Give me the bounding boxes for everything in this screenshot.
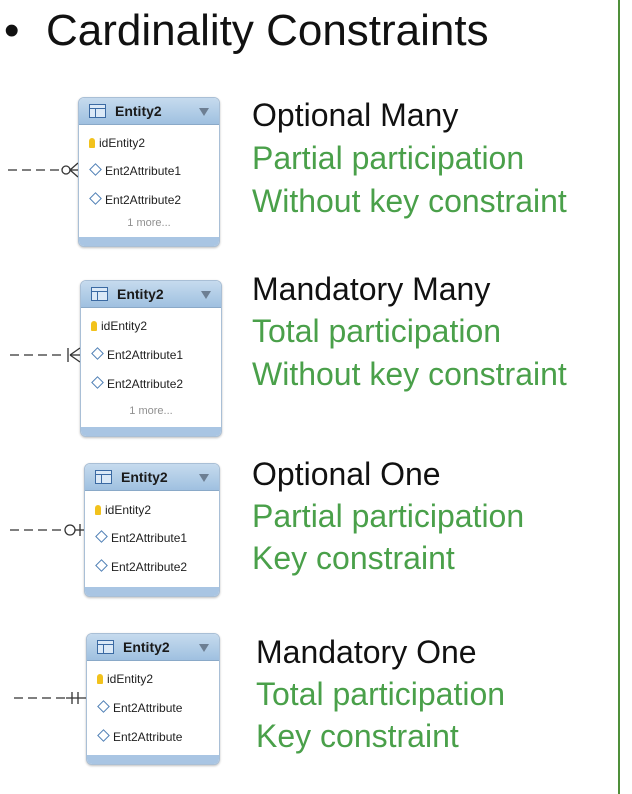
slide-title: • Cardinality Constraints — [4, 6, 489, 56]
optional-one-connector — [10, 524, 85, 536]
chevron-down-icon[interactable] — [199, 474, 209, 482]
chevron-down-icon[interactable] — [199, 108, 209, 116]
constraint-label: Without key constraint — [252, 183, 567, 219]
entity-row-attribute: Ent2Attribute1 — [95, 530, 188, 545]
participation-label: Total participation — [256, 676, 506, 712]
slide-right-border — [618, 0, 620, 794]
entity-row-primary-key: idEntity2 — [97, 672, 153, 686]
chevron-down-icon[interactable] — [199, 644, 209, 652]
diamond-icon — [97, 729, 110, 742]
row-label: idEntity2 — [101, 319, 148, 333]
entity-row-primary-key: idEntity2 — [95, 503, 151, 517]
entity-name: Entity2 — [117, 286, 164, 302]
constraint-label: Key constraint — [256, 718, 459, 754]
row-label: Ent2Attribute2 — [107, 377, 184, 391]
row-label: idEntity2 — [99, 136, 146, 150]
entity-header[interactable]: Entity2 — [81, 281, 221, 308]
row-label: Ent2Attribute2 — [105, 193, 182, 207]
entity-row-attribute: Ent2Attribute1 — [89, 163, 182, 178]
entity-row-attribute: Ent2Attribute2 — [91, 376, 184, 391]
entity-footer — [85, 587, 219, 596]
key-icon — [95, 505, 101, 515]
diamond-icon — [97, 700, 110, 713]
chevron-down-icon[interactable] — [201, 291, 211, 299]
entity-footer — [87, 755, 219, 764]
row-label: Ent2Attribute2 — [111, 560, 188, 574]
row-label: idEntity2 — [105, 503, 152, 517]
entity-header[interactable]: Entity2 — [85, 464, 219, 491]
participation-label: Partial participation — [252, 498, 525, 534]
constraint-label: Key constraint — [252, 540, 455, 576]
diamond-icon — [95, 530, 108, 543]
slide-title-text: Cardinality Constraints — [46, 6, 489, 55]
diamond-icon — [91, 376, 104, 389]
diamond-icon — [89, 163, 102, 176]
entity-table-optional-one[interactable]: Entity2 idEntity2 Ent2Attribute1 Ent2Att… — [84, 463, 220, 597]
entity-name: Entity2 — [115, 103, 162, 119]
entity-header[interactable]: Entity2 — [87, 634, 219, 661]
mandatory-one-connector — [14, 692, 86, 704]
optional-many-connector — [8, 162, 79, 178]
table-icon — [95, 470, 112, 484]
entity-header[interactable]: Entity2 — [79, 98, 219, 125]
participation-label: Partial participation — [252, 140, 525, 176]
entity-row-attribute: Ent2Attribute2 — [89, 192, 182, 207]
bullet-marker: • — [4, 6, 20, 55]
mandatory-many-connector — [10, 347, 81, 363]
diamond-icon — [89, 192, 102, 205]
entity-footer — [81, 427, 221, 436]
table-icon — [89, 104, 106, 118]
entity-table-optional-many[interactable]: Entity2 idEntity2 Ent2Attribute1 Ent2Att… — [78, 97, 220, 247]
key-icon — [89, 138, 95, 148]
participation-label: Total participation — [252, 313, 502, 349]
table-icon — [91, 287, 108, 301]
more-link[interactable]: 1 more... — [127, 217, 171, 229]
entity-table-mandatory-many[interactable]: Entity2 idEntity2 Ent2Attribute1 Ent2Att… — [80, 280, 222, 437]
entity-footer — [79, 237, 219, 246]
entity-name: Entity2 — [123, 639, 170, 655]
diamond-icon — [91, 347, 104, 360]
entity-row-attribute: Ent2Attribute2 — [95, 559, 188, 574]
entity-row-attribute: Ent2Attribute — [97, 729, 183, 744]
cardinality-label: Optional Many — [252, 97, 459, 133]
entity-name: Entity2 — [121, 469, 168, 485]
row-label: Ent2Attribute — [113, 701, 183, 715]
cardinality-label: Mandatory Many — [252, 271, 491, 307]
entity-row-primary-key: idEntity2 — [91, 319, 147, 333]
entity-row-attribute: Ent2Attribute1 — [91, 347, 184, 362]
key-icon — [97, 674, 103, 684]
table-icon — [97, 640, 114, 654]
row-label: Ent2Attribute1 — [107, 348, 184, 362]
constraint-label: Without key constraint — [252, 356, 567, 392]
row-label: idEntity2 — [107, 672, 154, 686]
diamond-icon — [95, 559, 108, 572]
key-icon — [91, 321, 97, 331]
row-label: Ent2Attribute1 — [105, 164, 182, 178]
cardinality-label: Mandatory One — [256, 634, 477, 670]
more-link[interactable]: 1 more... — [129, 405, 173, 417]
row-label: Ent2Attribute — [113, 730, 183, 744]
entity-table-mandatory-one[interactable]: Entity2 idEntity2 Ent2Attribute Ent2Attr… — [86, 633, 220, 765]
row-label: Ent2Attribute1 — [111, 531, 188, 545]
entity-row-primary-key: idEntity2 — [89, 136, 145, 150]
entity-row-attribute: Ent2Attribute — [97, 700, 183, 715]
cardinality-label: Optional One — [252, 456, 441, 492]
